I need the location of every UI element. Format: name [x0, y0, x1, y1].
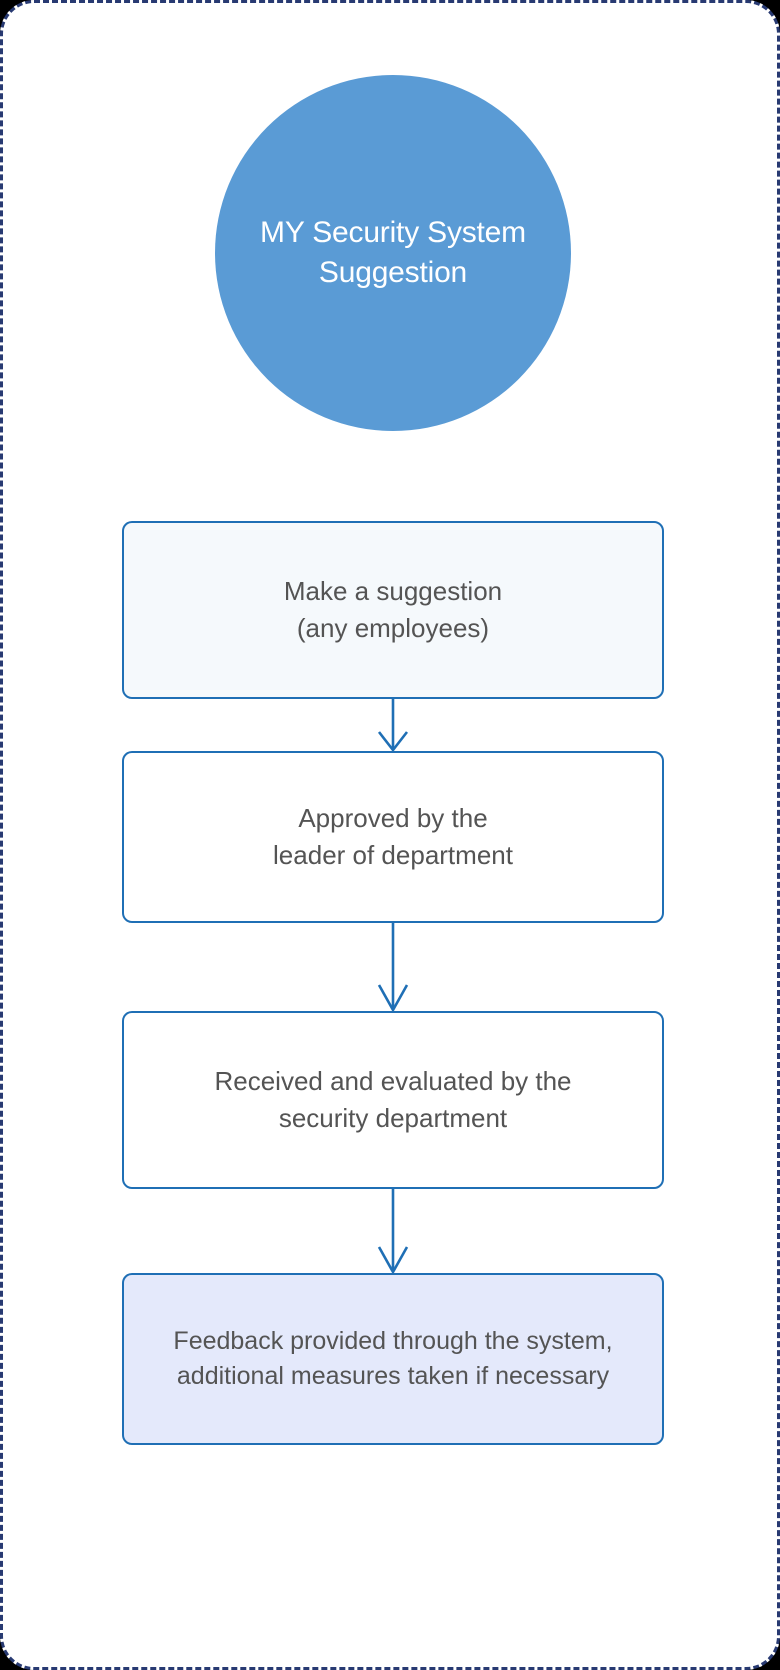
- connector-arrow-3: [363, 1189, 423, 1275]
- down-arrow-icon: [377, 699, 409, 753]
- flow-step-label: Received and evaluated by the security d…: [214, 1066, 572, 1133]
- flow-step-label: Approved by the leader of department: [273, 803, 513, 870]
- title-circle: MY Security System Suggestion: [215, 75, 571, 431]
- flowchart: Make a suggestion (any employees) Approv…: [3, 521, 777, 1445]
- down-arrow-icon: [377, 1189, 409, 1275]
- flow-step-label: Make a suggestion (any employees): [283, 576, 503, 643]
- flow-step-approved-by-leader[interactable]: Approved by the leader of department: [122, 751, 664, 923]
- down-arrow-icon: [377, 923, 409, 1013]
- flow-step-feedback-provided[interactable]: Feedback provided through the system, ad…: [122, 1273, 664, 1445]
- connector-arrow-2: [363, 923, 423, 1013]
- title-circle-container: MY Security System Suggestion: [3, 75, 777, 431]
- flow-step-label: Feedback provided through the system, ad…: [173, 1326, 613, 1391]
- flow-step-make-suggestion[interactable]: Make a suggestion (any employees): [122, 521, 664, 699]
- flow-step-received-evaluated[interactable]: Received and evaluated by the security d…: [122, 1011, 664, 1189]
- connector-arrow-1: [363, 699, 423, 753]
- title-circle-label: MY Security System Suggestion: [260, 216, 526, 289]
